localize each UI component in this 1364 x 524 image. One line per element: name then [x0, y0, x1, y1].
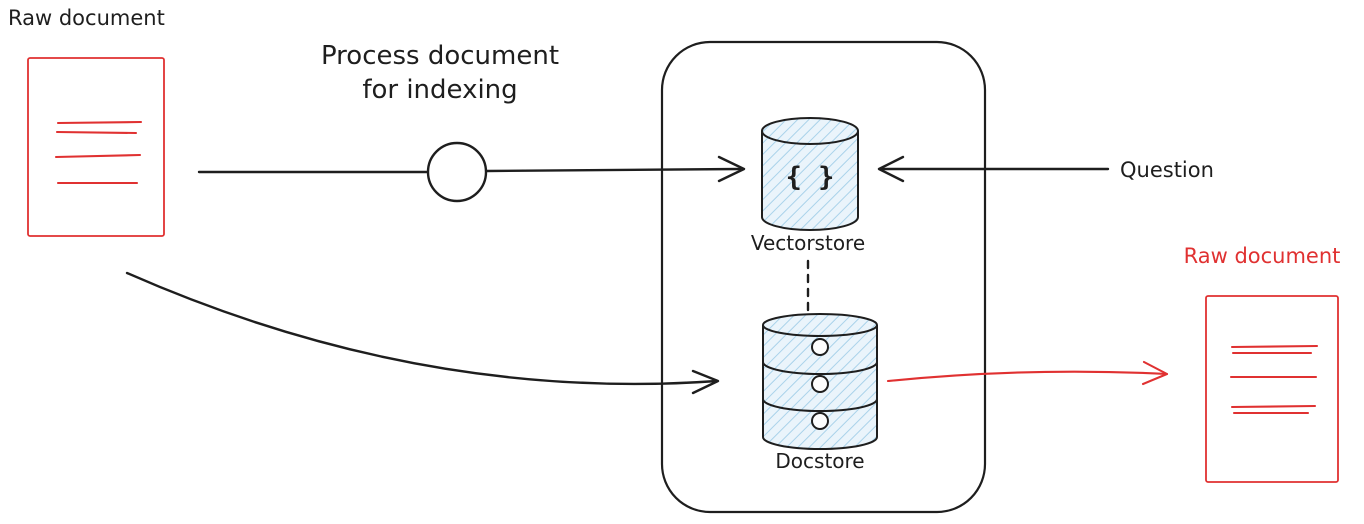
- arrow-question-to-vectorstore: [877, 155, 1110, 183]
- docstore-label: Docstore: [775, 449, 864, 473]
- document-outline: [1205, 295, 1339, 483]
- raw-document-right-icon: [1205, 295, 1339, 483]
- document-outline: [27, 57, 165, 237]
- docstore-icon: [762, 313, 878, 450]
- process-label-line1: Process document: [321, 41, 559, 71]
- vectorstore-cylinder-top: [761, 117, 859, 145]
- document-text-lines: [1229, 344, 1319, 415]
- vectorstore-icon: { }: [761, 117, 859, 231]
- arrow-docstore-to-raw-document: [886, 360, 1169, 386]
- docstore-separator-2: [762, 398, 878, 412]
- docstore-dot-2: [811, 375, 829, 393]
- docstore-dot-1: [811, 338, 829, 356]
- arrow-process-to-vectorstore: [485, 155, 746, 183]
- document-text-lines: [54, 120, 143, 185]
- process-label-line2: for indexing: [362, 75, 517, 105]
- raw-document-left-label: Raw document: [8, 6, 165, 30]
- vectorstore-glyph: { }: [786, 162, 835, 193]
- process-label: Process document for indexing: [321, 41, 559, 105]
- arrow-doc-to-docstore: [125, 271, 720, 395]
- docstore-dot-3: [811, 412, 829, 430]
- raw-document-left-icon: [27, 57, 165, 237]
- retriever-container-box: [660, 40, 987, 514]
- question-label: Question: [1120, 158, 1214, 182]
- docstore-separator-1: [762, 361, 878, 375]
- raw-document-right-label: Raw document: [1184, 244, 1341, 268]
- vectorstore-label: Vectorstore: [751, 231, 865, 255]
- vectorstore-cylinder-body: [761, 131, 859, 231]
- process-circle-icon: [426, 141, 488, 203]
- docstore-cylinder-top: [762, 313, 878, 337]
